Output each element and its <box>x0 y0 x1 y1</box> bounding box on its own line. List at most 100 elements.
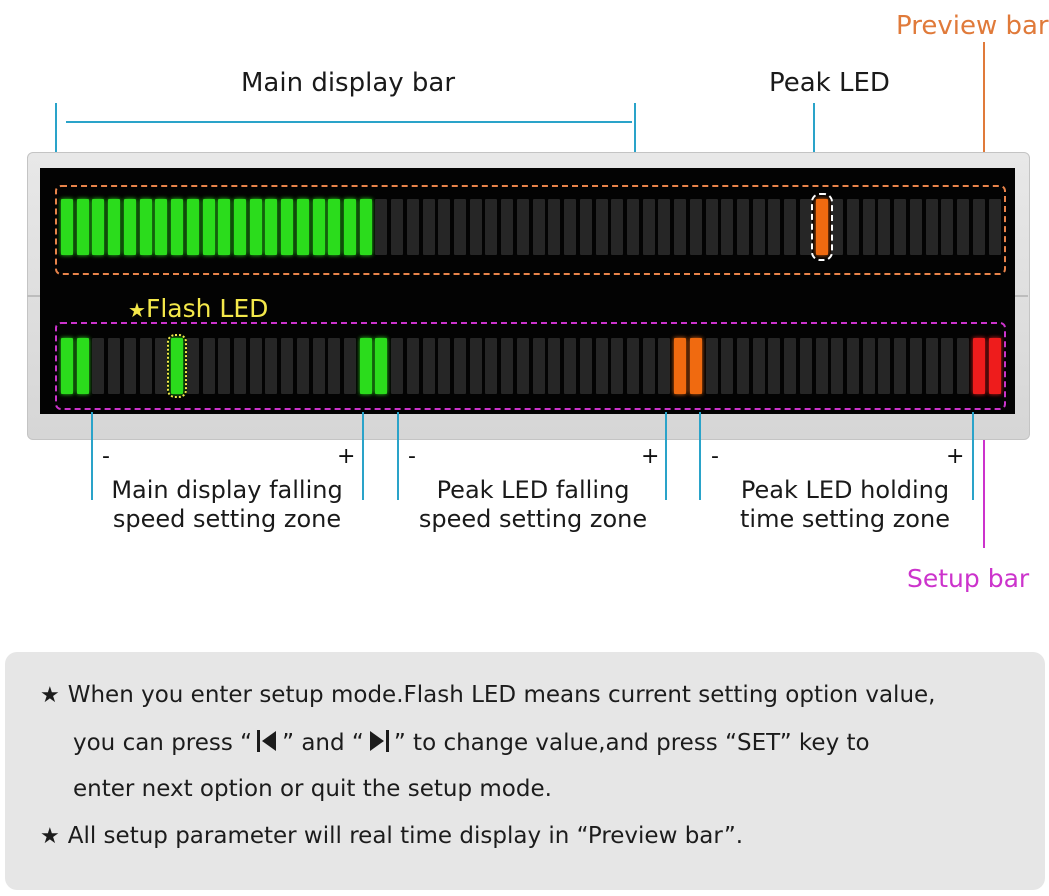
preview-bar-segment-14 <box>265 199 278 255</box>
setup-bar-segment-37 <box>626 338 639 394</box>
zone2-plus: + <box>641 444 660 469</box>
setup-bar-segment-52 <box>862 338 875 394</box>
setup-bar-segment-40 <box>674 338 687 394</box>
preview-bar-segment-46 <box>768 199 781 255</box>
star-icon: ★ <box>40 683 60 708</box>
preview-bar-segment-35 <box>595 199 608 255</box>
setup-bar-segment-57 <box>941 338 954 394</box>
preview-bar-segment-53 <box>878 199 891 255</box>
preview-bar-segment-36 <box>611 199 624 255</box>
setup-bar-segment-5 <box>123 338 136 394</box>
setup-bar-segment-24 <box>422 338 435 394</box>
preview-bar-segment-25 <box>438 199 451 255</box>
flash-led-text: Flash LED <box>145 294 269 323</box>
setup-bar-segment-11 <box>218 338 231 394</box>
preview-bar-segment-18 <box>328 199 341 255</box>
setup-bar-segment-42 <box>705 338 718 394</box>
peak-led-marker <box>810 193 833 261</box>
peak-led-label: Peak LED <box>769 68 890 98</box>
preview-bar-label: Preview bar <box>896 11 1049 41</box>
preview-bar-segment-8 <box>171 199 183 255</box>
zone3-left-callout <box>699 412 701 500</box>
star-icon: ★ <box>128 298 146 322</box>
setup-bar-segment-10 <box>202 338 215 394</box>
preview-bar-segment-60 <box>988 199 1001 255</box>
zone1-label-line1: Main display falling <box>111 476 343 504</box>
main-bar-right-callout <box>634 103 636 186</box>
setup-bar-segment-33 <box>564 338 576 394</box>
zone3-label-line1: Peak LED holding <box>740 476 950 504</box>
preview-bar-segment-16 <box>296 199 309 255</box>
preview-bar-segment-43 <box>721 199 734 255</box>
preview-bar-segment-4 <box>108 199 121 255</box>
note-text-2b: ” and “ <box>282 730 364 756</box>
setup-bar-segment-49 <box>815 338 828 394</box>
preview-bar-segment-29 <box>501 199 514 255</box>
setup-bar-segment-15 <box>281 338 294 394</box>
zone3-right-callout <box>972 412 974 500</box>
preview-bar-segment-50 <box>831 199 844 255</box>
zone3-label-line2: time setting zone <box>740 505 950 533</box>
preview-bar-segment-27 <box>469 199 482 255</box>
setup-bar-segment-51 <box>847 338 859 394</box>
preview-bar-segment-55 <box>909 199 922 255</box>
peak-led-callout <box>813 103 815 195</box>
preview-bar-segment-1 <box>61 199 73 255</box>
setup-bar-segment-7 <box>155 338 168 394</box>
zone2-label: Peak LED falling speed setting zone <box>402 476 664 534</box>
setup-bar-segment-4 <box>108 338 121 394</box>
note-text-4: All setup parameter will real time displ… <box>67 823 744 849</box>
setup-bar-segment-58 <box>957 338 969 394</box>
preview-bar-segment-52 <box>862 199 875 255</box>
setup-bar-segment-23 <box>406 338 419 394</box>
main-bar-span-line <box>66 121 632 123</box>
note-text-1: When you enter setup mode.Flash LED mean… <box>67 682 936 708</box>
preview-bar-segment-38 <box>642 199 655 255</box>
preview-bar-segment-45 <box>752 199 765 255</box>
setup-bar-segment-16 <box>296 338 309 394</box>
notes-panel <box>5 652 1045 890</box>
preview-bar-segment-57 <box>941 199 954 255</box>
preview-bar-segment-24 <box>422 199 435 255</box>
preview-bar-segment-2 <box>76 199 89 255</box>
setup-bar-segment-6 <box>139 338 152 394</box>
setup-bar-segment-28 <box>485 338 498 394</box>
preview-bar-segment-9 <box>186 199 199 255</box>
preview-bar-segment-42 <box>705 199 718 255</box>
preview-bar-callout <box>983 42 985 185</box>
setup-bar-segment-22 <box>391 338 404 394</box>
setup-bar-segment-36 <box>611 338 624 394</box>
zone2-left-callout <box>397 412 399 500</box>
setup-bar-segment-18 <box>328 338 341 394</box>
setup-bar-callout <box>983 408 985 548</box>
preview-bar-segment-59 <box>972 199 985 255</box>
setup-bar-segment-20 <box>359 338 372 394</box>
note-text-2c: ” to change value,and press “SET” key to <box>393 730 870 756</box>
setup-bar-segment-30 <box>516 338 529 394</box>
flash-led-label: ★Flash LED <box>128 294 268 323</box>
preview-bar-segment-37 <box>626 199 639 255</box>
setup-bar-label: Setup bar <box>907 564 1030 593</box>
setup-bar-segment-9 <box>186 338 199 394</box>
setup-bar-segment-26 <box>454 338 466 394</box>
preview-bar-segment-11 <box>218 199 231 255</box>
preview-bar-segment-15 <box>281 199 294 255</box>
main-bar-left-callout <box>55 103 57 186</box>
preview-bar-segment-20 <box>359 199 372 255</box>
preview-bar-segment-44 <box>737 199 749 255</box>
preview-bar-segment-26 <box>454 199 466 255</box>
setup-bar-segment-32 <box>548 338 561 394</box>
note-line-4: ★All setup parameter will real time disp… <box>40 823 743 849</box>
setup-bar-segment-45 <box>752 338 765 394</box>
setup-bar-segment-1 <box>61 338 73 394</box>
setup-bar-segment-54 <box>894 338 907 394</box>
setup-bar-segment-60 <box>988 338 1001 394</box>
setup-bar-segment-3 <box>92 338 105 394</box>
preview-bar-segment-22 <box>391 199 404 255</box>
preview-bar-segment-10 <box>202 199 215 255</box>
preview-bar-segment-7 <box>155 199 168 255</box>
setup-bar-segment-48 <box>799 338 812 394</box>
preview-bar-segment-12 <box>233 199 246 255</box>
setup-bar-segment-17 <box>312 338 325 394</box>
setup-bar-segment-13 <box>249 338 262 394</box>
